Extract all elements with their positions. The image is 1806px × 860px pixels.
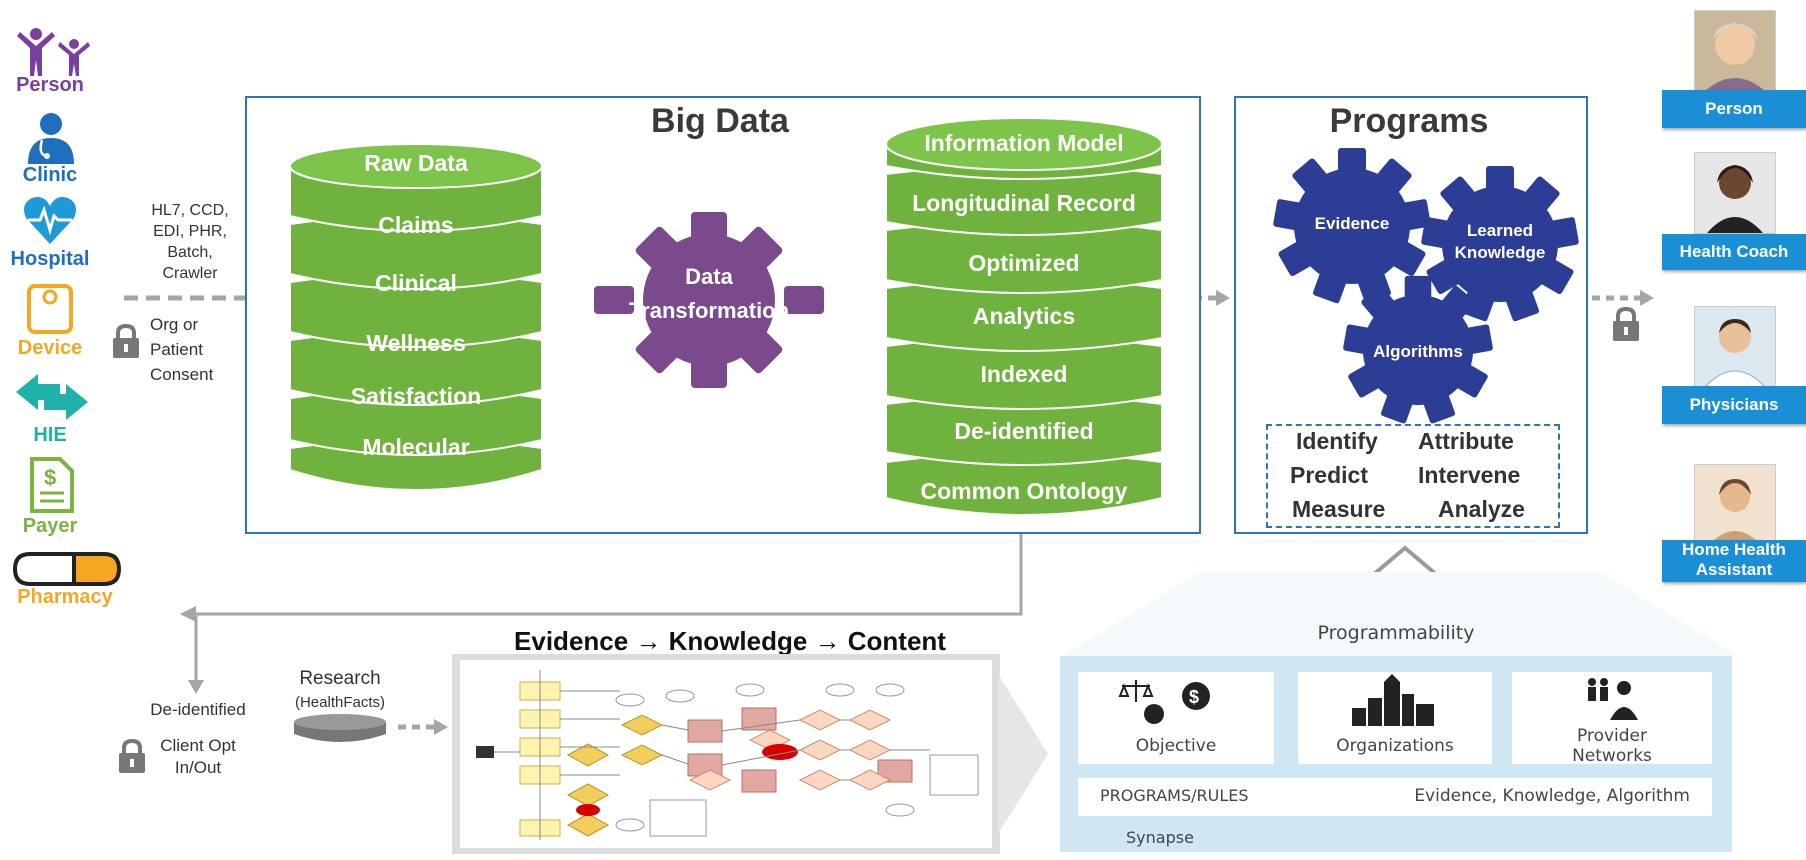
format-line-1: HL7, CCD, — [151, 202, 229, 219]
programs-rules-bar — [1078, 778, 1712, 816]
healthfacts-label: (HealthFacts) — [294, 694, 386, 711]
raw-item-2: Claims — [378, 212, 454, 238]
provider-line-1: Provider — [1577, 726, 1647, 746]
svg-text:$: $ — [44, 465, 56, 490]
objective-icon: $ — [1118, 680, 1210, 724]
zoom-wedge — [998, 674, 1048, 834]
physician-photo — [1694, 306, 1776, 388]
ekc-title: Evidence → Knowledge → Content — [514, 626, 946, 656]
action-intervene: Intervene — [1418, 462, 1521, 488]
family-icon — [17, 28, 90, 76]
model-item-3: Optimized — [968, 250, 1080, 276]
consent-line-1: Org or — [150, 315, 199, 334]
buildings-icon — [1352, 674, 1434, 726]
action-measure: Measure — [1292, 496, 1386, 522]
model-item-5: Indexed — [980, 361, 1068, 387]
recipient-lock-icon — [1613, 306, 1639, 341]
home-health-photo — [1694, 464, 1776, 546]
deidentified-label: De-identified — [150, 700, 246, 719]
transformation-line-2: Transformation — [628, 298, 790, 323]
ingest-formats: HL7, CCD, EDI, PHR, Batch, Crawler — [140, 200, 240, 284]
model-item-4: Analytics — [972, 303, 1076, 329]
raw-item-1: Raw Data — [364, 150, 468, 176]
format-line-3: Batch, — [167, 244, 213, 261]
programs-rules-label: PROGRAMS/RULES — [1100, 786, 1249, 805]
provider-networks-label: Provider Networks — [1512, 726, 1712, 766]
flowchart-thumbnail — [460, 660, 992, 848]
big-data-title: Big Data — [651, 102, 789, 140]
model-stack-shape — [885, 117, 1163, 516]
format-line-4: Crawler — [162, 265, 218, 282]
action-predict: Predict — [1290, 462, 1368, 488]
organizations-label: Organizations — [1336, 736, 1454, 756]
pill-icon — [12, 552, 122, 586]
consent-line-3: Consent — [150, 365, 214, 384]
source-device-label: Device — [17, 337, 83, 359]
raw-item-5: Satisfaction — [350, 383, 482, 409]
transformation-label: Data Transformation — [594, 260, 824, 328]
model-item-6: De-identified — [954, 418, 1094, 444]
raw-item-3: Clinical — [375, 270, 457, 296]
program-actions-box — [1266, 424, 1560, 528]
raw-stack-shape — [289, 143, 543, 491]
learned-line-2: Knowledge — [1454, 243, 1546, 262]
svg-text:$: $ — [1189, 687, 1199, 707]
bill-icon: $ — [30, 457, 74, 513]
database-icon — [294, 714, 386, 742]
objective-label: Objective — [1135, 736, 1217, 756]
programs-gears — [1272, 148, 1580, 425]
consent-line-2: Patient — [150, 340, 203, 359]
programs-title: Programs — [1329, 102, 1489, 140]
heart-icon — [24, 197, 76, 244]
learned-line-1: Learned — [1466, 221, 1534, 240]
lock-icon — [113, 323, 139, 358]
source-payer-label: Payer — [22, 515, 78, 537]
learned-label: Learned Knowledge — [1440, 220, 1560, 264]
provider-network-icon — [1588, 678, 1638, 720]
model-item-7: Common Ontology — [920, 478, 1128, 504]
gear-icon — [594, 212, 824, 388]
source-pharmacy-label: Pharmacy — [17, 586, 113, 608]
action-identify: Identify — [1296, 428, 1378, 454]
recipient-person-label: Person — [1662, 90, 1806, 128]
doctor-icon — [28, 113, 74, 164]
source-hie-label: HIE — [33, 424, 67, 446]
exchange-arrows-icon — [16, 374, 88, 420]
model-item-1: Information Model — [924, 130, 1124, 156]
action-analyze: Analyze — [1438, 496, 1525, 522]
client-opt-line-1: Client Opt — [160, 736, 236, 755]
health-coach-photo — [1694, 152, 1776, 234]
action-attribute: Attribute — [1418, 428, 1514, 454]
recipient-physicians-label: Physicians — [1662, 386, 1806, 424]
evidence-label: Evidence — [1314, 214, 1390, 233]
format-line-2: EDI, PHR, — [153, 223, 227, 240]
programmability-label: Programmability — [1317, 622, 1475, 644]
recipient-home-health-label: Home Health Assistant — [1662, 540, 1806, 582]
provider-line-2: Networks — [1572, 746, 1652, 766]
client-opt-line-2: In/Out — [174, 758, 222, 777]
opt-lock-icon — [119, 738, 145, 773]
scale-icon — [27, 284, 73, 334]
synapse-label: Synapse — [1126, 828, 1194, 847]
consent-text: Org or Patient Consent — [150, 312, 230, 387]
raw-item-6: Molecular — [362, 434, 470, 460]
person-photo — [1694, 10, 1776, 92]
raw-item-4: Wellness — [366, 330, 466, 356]
source-person-label: Person — [16, 74, 84, 96]
transformation-line-1: Data — [685, 264, 733, 289]
recipient-health-coach-label: Health Coach — [1662, 234, 1806, 270]
algorithms-label: Algorithms — [1373, 342, 1463, 361]
objective-card — [1078, 672, 1274, 764]
eka-label: Evidence, Knowledge, Algorithm — [1414, 786, 1690, 806]
client-opt-text: Client Opt In/Out — [150, 735, 246, 779]
home-health-line-1: Home Health — [1682, 540, 1786, 559]
source-clinic-label: Clinic — [22, 164, 78, 186]
source-hospital-label: Hospital — [10, 248, 90, 270]
synapse-backdrop — [1060, 572, 1740, 658]
research-label: Research — [299, 668, 381, 689]
home-health-line-2: Assistant — [1695, 560, 1773, 579]
model-item-2: Longitudinal Record — [912, 190, 1136, 216]
